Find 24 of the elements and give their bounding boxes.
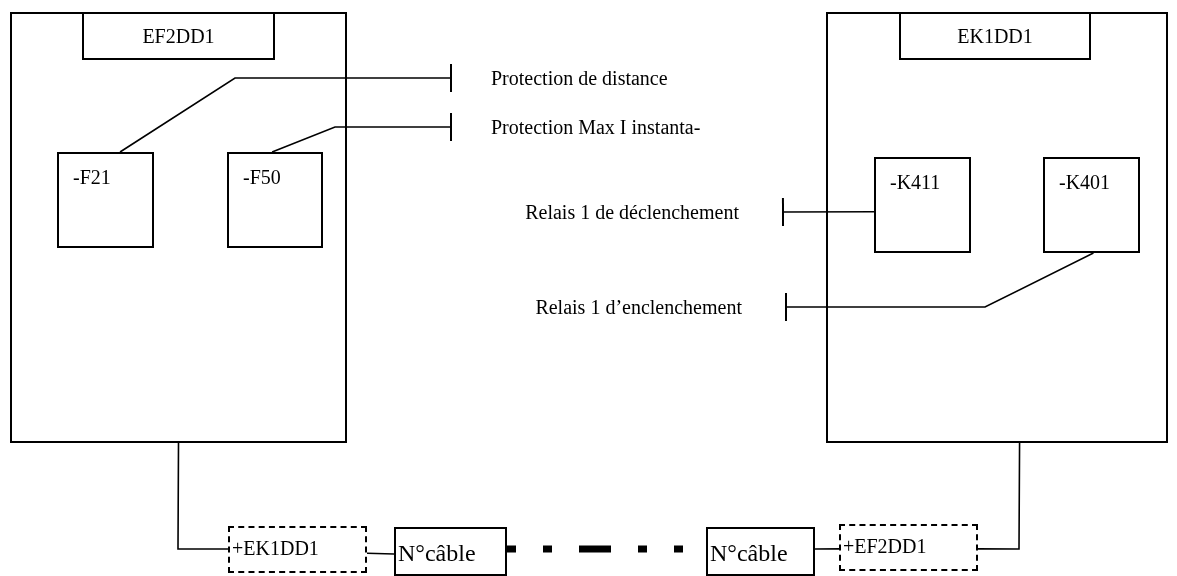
leader-line <box>785 252 1095 322</box>
leader-line <box>271 112 452 153</box>
cable-box: N°câble <box>706 527 815 576</box>
leader-line <box>781 197 875 227</box>
annotation-text: Protection Max I instanta- <box>491 116 701 138</box>
cabinet-panel <box>826 12 1168 443</box>
device-box: -F21 <box>57 152 154 248</box>
annotation-text: Relais 1 d’enclenchement <box>535 296 742 318</box>
annotation-text: Protection de distance <box>491 67 668 89</box>
terminal-box: +EK1DD1 <box>228 526 367 573</box>
device-box: -K411 <box>874 157 971 253</box>
cable-box: N°câble <box>394 527 507 576</box>
label-box: EK1DD1 <box>899 12 1091 60</box>
terminal-box: +EF2DD1 <box>839 524 978 571</box>
cabinet-panel <box>10 12 347 443</box>
device-box: -F50 <box>227 152 323 248</box>
leader-line <box>119 63 452 153</box>
connection-line <box>977 442 1021 550</box>
device-box: -K401 <box>1043 157 1140 253</box>
annotation-text: Relais 1 de déclenchement <box>525 201 739 223</box>
connection-line <box>177 442 229 550</box>
connection-line <box>814 548 840 550</box>
label-box: EF2DD1 <box>82 12 275 60</box>
connection-line <box>366 552 395 555</box>
